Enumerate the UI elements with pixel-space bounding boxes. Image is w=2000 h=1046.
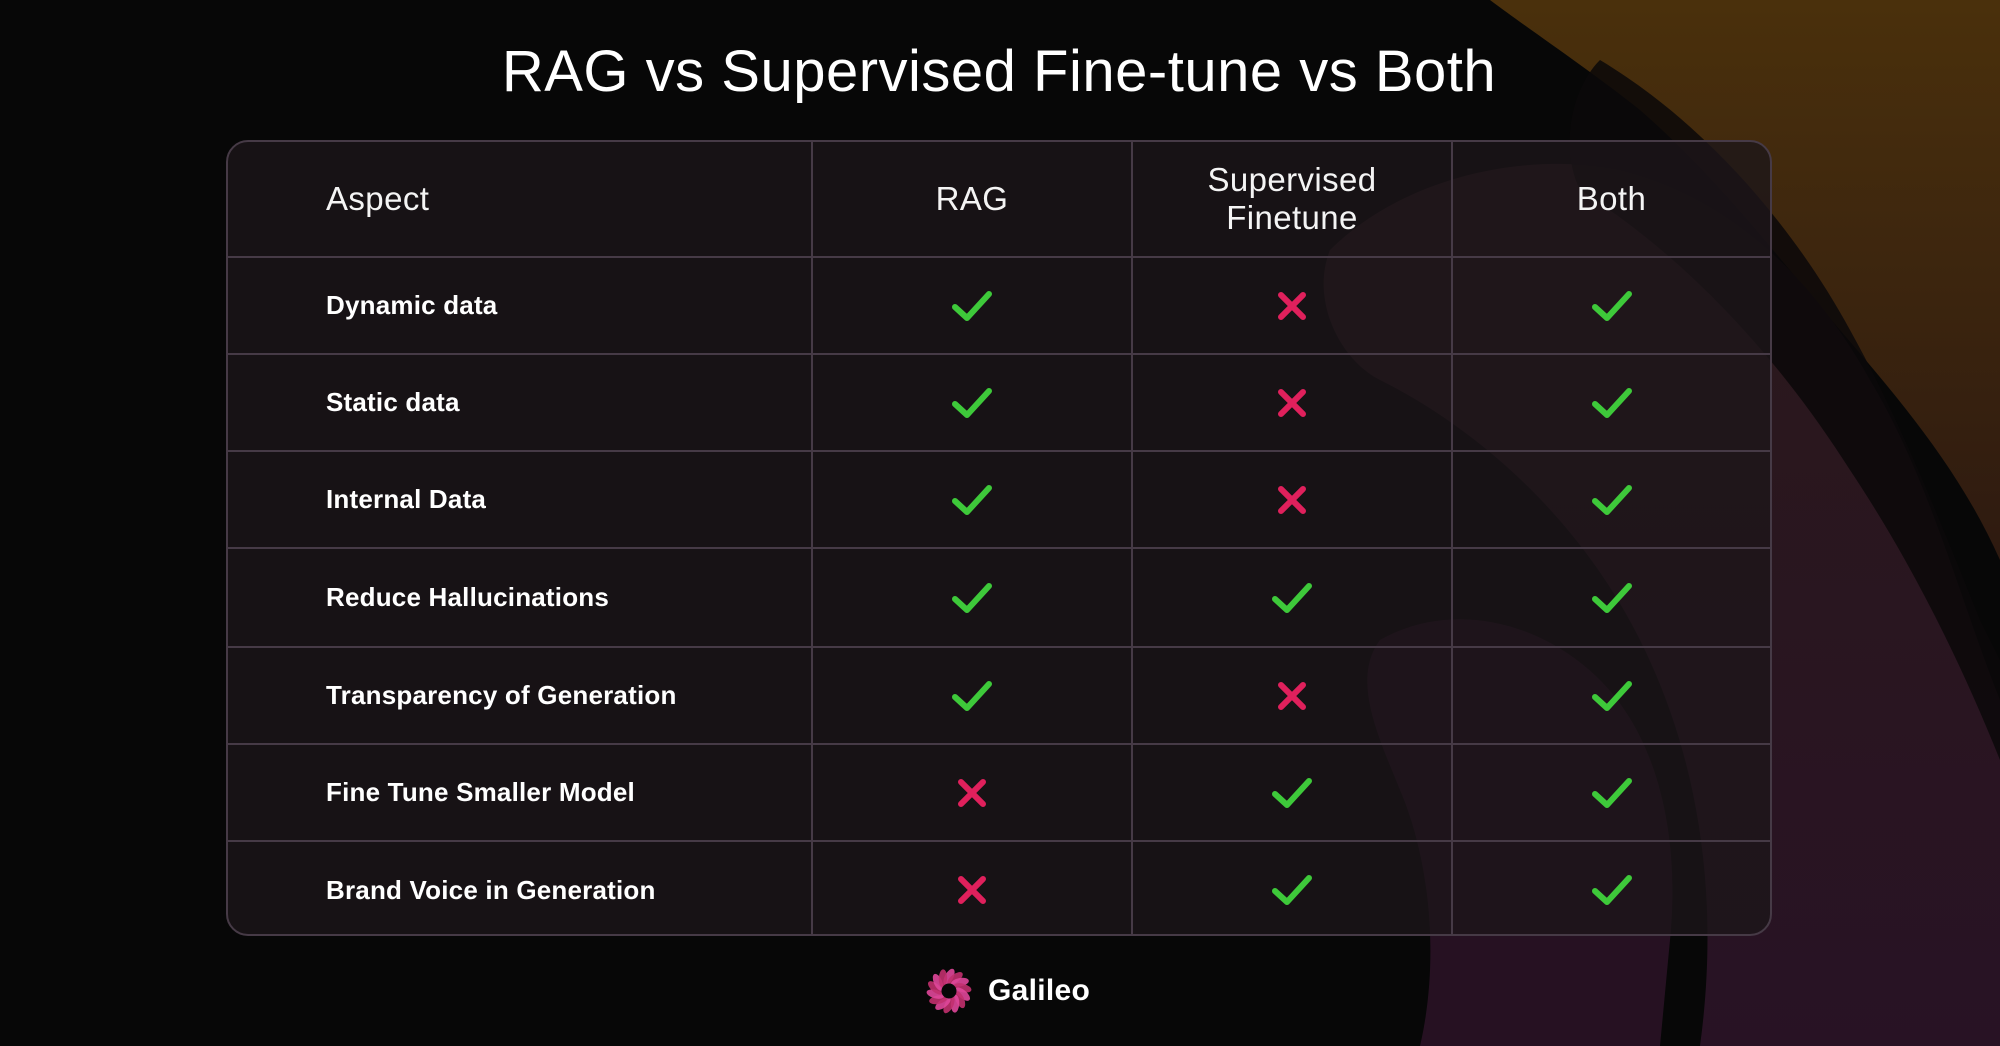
check-icon bbox=[1591, 387, 1632, 418]
check-icon bbox=[952, 484, 992, 515]
cell-sft bbox=[1132, 451, 1453, 549]
cross-icon bbox=[1278, 485, 1306, 514]
check-icon bbox=[1272, 777, 1312, 808]
cell-sft bbox=[1132, 841, 1453, 934]
row-aspect-label: Transparency of Generation bbox=[228, 647, 813, 745]
cross-icon bbox=[958, 778, 986, 807]
cross-icon bbox=[1278, 388, 1306, 417]
cell-both bbox=[1452, 647, 1770, 745]
logo-petal bbox=[932, 973, 944, 991]
galileo-logo: Galileo bbox=[924, 966, 1090, 1016]
logo-petal bbox=[928, 981, 943, 995]
cell-sft bbox=[1132, 548, 1453, 648]
comparison-table: Aspect RAG Supervised Finetune Both Dyna… bbox=[226, 140, 1772, 936]
logo-name: Galileo bbox=[988, 974, 1091, 1007]
row-aspect-label: Dynamic data bbox=[228, 257, 813, 355]
cell-rag bbox=[812, 744, 1133, 842]
cell-both bbox=[1452, 257, 1770, 355]
cell-rag bbox=[812, 647, 1133, 745]
check-icon bbox=[952, 680, 992, 711]
check-icon bbox=[1591, 777, 1632, 808]
cell-sft bbox=[1132, 744, 1453, 842]
logo-petal bbox=[938, 969, 948, 988]
cell-rag bbox=[812, 451, 1133, 549]
cell-rag bbox=[812, 841, 1133, 934]
row-aspect-label: Brand Voice in Generation bbox=[228, 841, 813, 934]
logo-petal bbox=[943, 996, 955, 1014]
header-supervised-finetune: Supervised Finetune bbox=[1132, 142, 1453, 258]
row-aspect-label: Fine Tune Smaller Model bbox=[228, 744, 813, 842]
logo-petal bbox=[947, 972, 963, 985]
header-supervised-finetune-label: Supervised Finetune bbox=[1207, 161, 1377, 236]
logo-petal bbox=[955, 987, 970, 1001]
check-icon bbox=[1272, 875, 1312, 905]
table-row: Static data bbox=[228, 354, 1770, 452]
cell-both bbox=[1452, 548, 1770, 648]
check-icon bbox=[1591, 582, 1632, 613]
check-icon bbox=[1591, 484, 1632, 515]
check-icon bbox=[952, 290, 992, 321]
check-icon bbox=[1591, 290, 1632, 321]
cell-sft bbox=[1132, 257, 1453, 355]
cross-icon bbox=[1278, 291, 1306, 320]
header-row: Aspect RAG Supervised Finetune Both bbox=[228, 142, 1770, 258]
page-title: RAG vs Supervised Fine-tune vs Both bbox=[501, 39, 1497, 104]
check-icon bbox=[952, 387, 992, 418]
header-both: Both bbox=[1452, 142, 1770, 258]
logo-petal bbox=[954, 991, 966, 1009]
header-rag: RAG bbox=[812, 142, 1133, 258]
row-aspect-label: Static data bbox=[228, 354, 813, 452]
header-aspect: Aspect bbox=[228, 142, 813, 258]
cell-sft bbox=[1132, 647, 1453, 745]
comparison-grid: Aspect RAG Supervised Finetune Both Dyna… bbox=[228, 142, 1770, 934]
row-aspect-label: Internal Data bbox=[228, 451, 813, 549]
table-row: Internal Data bbox=[228, 451, 1770, 549]
cell-both bbox=[1452, 744, 1770, 842]
table-row: Brand Voice in Generation bbox=[228, 841, 1770, 934]
check-icon bbox=[1272, 582, 1312, 613]
table-row: Fine Tune Smaller Model bbox=[228, 744, 1770, 842]
cross-icon bbox=[1278, 681, 1306, 710]
cell-rag bbox=[812, 354, 1133, 452]
cell-both bbox=[1452, 841, 1770, 934]
logo-petal bbox=[935, 997, 951, 1010]
logo-center bbox=[941, 983, 957, 999]
check-icon bbox=[1591, 875, 1632, 905]
check-icon bbox=[1591, 680, 1632, 711]
cell-sft bbox=[1132, 354, 1453, 452]
table-row: Dynamic data bbox=[228, 257, 1770, 355]
cell-rag bbox=[812, 548, 1133, 648]
table-row: Reduce Hallucinations bbox=[228, 548, 1770, 648]
row-aspect-label: Reduce Hallucinations bbox=[228, 548, 813, 648]
cell-rag bbox=[812, 257, 1133, 355]
cell-both bbox=[1452, 451, 1770, 549]
bg-shape-orange bbox=[1490, 0, 2000, 560]
galileo-logo-icon bbox=[926, 968, 972, 1014]
check-icon bbox=[952, 582, 992, 613]
cell-both bbox=[1452, 354, 1770, 452]
cross-icon bbox=[958, 876, 986, 904]
table-row: Transparency of Generation bbox=[228, 647, 1770, 745]
